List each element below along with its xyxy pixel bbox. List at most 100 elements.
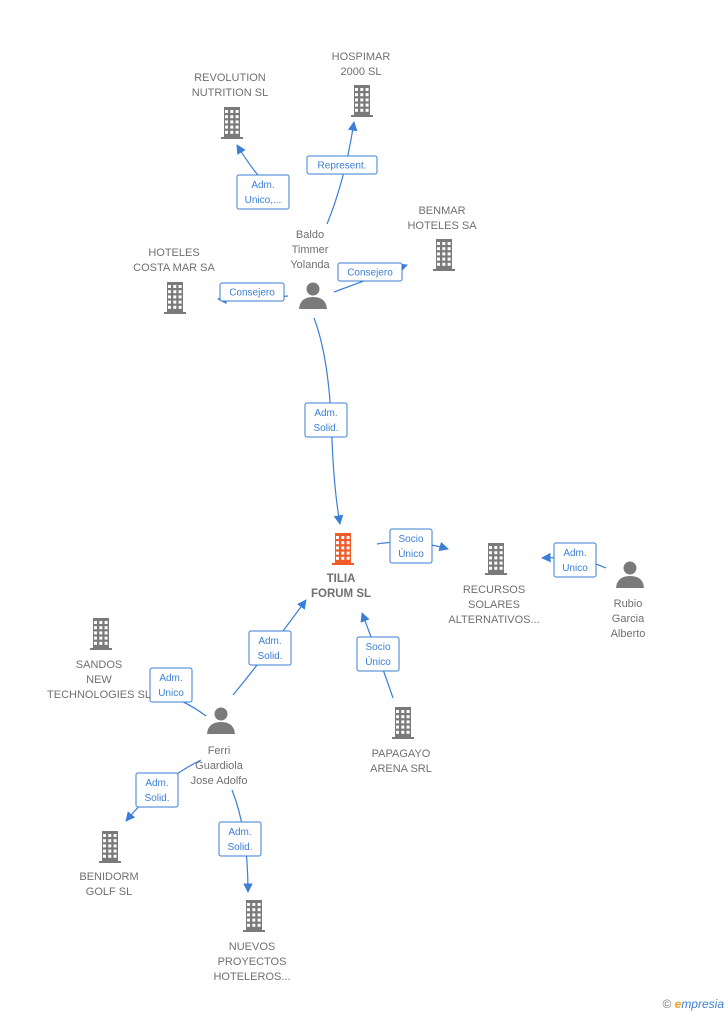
edge-label-text: Adm. — [563, 548, 586, 559]
edge-baldo-to-revolution: Adm. Unico,... — [236, 144, 290, 210]
building-icon — [243, 900, 265, 932]
node-tilia[interactable]: TILIA FORUM SL — [311, 533, 371, 600]
node-label: 2000 SL — [341, 66, 382, 78]
node-hospimar[interactable]: HOSPIMAR 2000 SL — [332, 51, 391, 117]
node-label: SOLARES — [468, 599, 520, 611]
edge-ferri-to-benidorm: Adm. Solid. — [125, 759, 202, 822]
node-label: HOTELES SA — [407, 220, 477, 232]
edge-baldo-to-benmar: Consejero — [333, 262, 408, 293]
node-label: Jose Adolfo — [191, 775, 248, 787]
edge-label[interactable]: Represent. — [306, 155, 378, 175]
node-label: Garcia — [612, 613, 645, 625]
node-revolution[interactable]: REVOLUTION NUTRITION SL — [192, 72, 268, 139]
edge-baldo-to-hoteles_costa: Consejero — [217, 282, 289, 305]
node-label: Baldo — [296, 229, 324, 241]
node-sandos[interactable]: SANDOS NEW TECHNOLOGIES SL — [47, 618, 151, 701]
building-icon — [392, 707, 414, 739]
edge-label-text: Socio — [365, 642, 390, 653]
person-icon — [207, 707, 235, 734]
edge-line — [326, 121, 358, 225]
node-label: NUTRITION SL — [192, 87, 268, 99]
edge-baldo-to-tilia: Adm. Solid. — [304, 317, 348, 525]
node-hoteles-costa[interactable]: HOTELES COSTA MAR SA — [133, 247, 216, 314]
footer-brand: © empresia — [662, 997, 724, 1011]
edge-label-text: Adm. — [258, 636, 281, 647]
building-icon-main — [332, 533, 354, 565]
edge-label-box — [135, 772, 179, 808]
node-label: BENMAR — [418, 205, 465, 217]
node-label: HOTELEROS... — [213, 971, 290, 983]
edge-label-box — [236, 174, 290, 210]
edge-label-text: Solid. — [257, 651, 282, 662]
edge-label[interactable]: Adm. Solid. — [304, 402, 348, 438]
node-label: NEW — [86, 674, 112, 686]
node-label: Ferri — [208, 745, 231, 757]
edges-layer: Adm.Unico,...Represent.ConsejeroConsejer… — [125, 121, 607, 893]
edge-label[interactable]: Consejero — [337, 262, 403, 282]
edge-label-box — [389, 528, 433, 564]
edge-label-text: Adm. — [228, 827, 251, 838]
edge-label-text: Adm. — [314, 408, 337, 419]
edge-label-box — [218, 821, 262, 857]
edge-label-box — [248, 630, 292, 666]
edge-label[interactable]: Adm. Unico,... — [236, 174, 290, 210]
node-papagayo[interactable]: PAPAGAYO ARENA SRL — [370, 707, 432, 775]
edge-label-text: Único — [365, 655, 391, 668]
node-label: RECURSOS — [463, 584, 525, 596]
edge-label-text: Adm. — [145, 778, 168, 789]
edge-label-box — [337, 262, 403, 282]
edge-label-text: Unico — [158, 688, 184, 699]
node-label: FORUM SL — [311, 588, 371, 600]
nodes-layer: REVOLUTION NUTRITION SL HOSPIMAR 2000 SL BEN… — [47, 51, 645, 983]
edge-label-text: Unico — [562, 563, 588, 574]
node-benmar[interactable]: BENMAR HOTELES SA — [407, 205, 477, 271]
edge-label[interactable]: Adm. Solid. — [135, 772, 179, 808]
node-label: COSTA MAR SA — [133, 262, 215, 274]
node-label: BENIDORM — [79, 871, 138, 883]
edge-label[interactable]: Consejero — [219, 282, 285, 302]
building-icon — [485, 543, 507, 575]
node-label: NUEVOS — [229, 941, 275, 953]
edge-label[interactable]: Adm. Unico — [553, 542, 597, 578]
node-nuevos[interactable]: NUEVOSPROYECTOSHOTELEROS... — [213, 900, 291, 983]
edge-label-text: Solid. — [313, 423, 338, 434]
node-label: Yolanda — [290, 259, 330, 271]
edge-label-box — [356, 636, 400, 672]
node-label: Timmer — [292, 244, 329, 256]
edge-label-text: Adm. — [251, 180, 274, 191]
node-label: SANDOS — [76, 659, 122, 671]
edge-label[interactable]: Adm. Solid. — [218, 821, 262, 857]
brand-name: mpresia — [681, 997, 724, 1011]
node-recursos[interactable]: RECURSOS SOLARES ALTERNATIVOS... — [448, 543, 540, 626]
edge-label-text: Unico,... — [245, 195, 282, 206]
person-icon — [299, 282, 327, 309]
person-icon — [616, 561, 644, 588]
node-label: ALTERNATIVOS... — [448, 614, 539, 626]
edge-label-text: Solid. — [144, 793, 169, 804]
node-benidorm[interactable]: BENIDORM GOLF SL — [79, 831, 139, 898]
edge-label-text: Solid. — [227, 842, 252, 853]
node-label: GOLF SL — [86, 886, 132, 898]
node-label: REVOLUTION — [194, 72, 266, 84]
edge-label-text: Represent. — [318, 161, 367, 172]
edge-label-box — [219, 282, 285, 302]
node-label: ARENA SRL — [370, 763, 432, 775]
node-label: HOSPIMAR — [332, 51, 391, 63]
node-label: TILIA — [327, 573, 356, 585]
edge-baldo-to-hospimar: Represent. — [306, 121, 378, 225]
node-label: HOTELES — [148, 247, 199, 259]
building-icon — [99, 831, 121, 863]
edge-label[interactable]: Adm. Solid. — [248, 630, 292, 666]
edge-label-box — [149, 667, 193, 703]
node-label: TECHNOLOGIES SL — [47, 689, 151, 701]
edge-ferri-to-sandos: Adm.Unico — [149, 667, 207, 717]
node-label: PAPAGAYO — [372, 748, 431, 760]
edge-label[interactable]: Adm.Unico — [149, 667, 193, 703]
